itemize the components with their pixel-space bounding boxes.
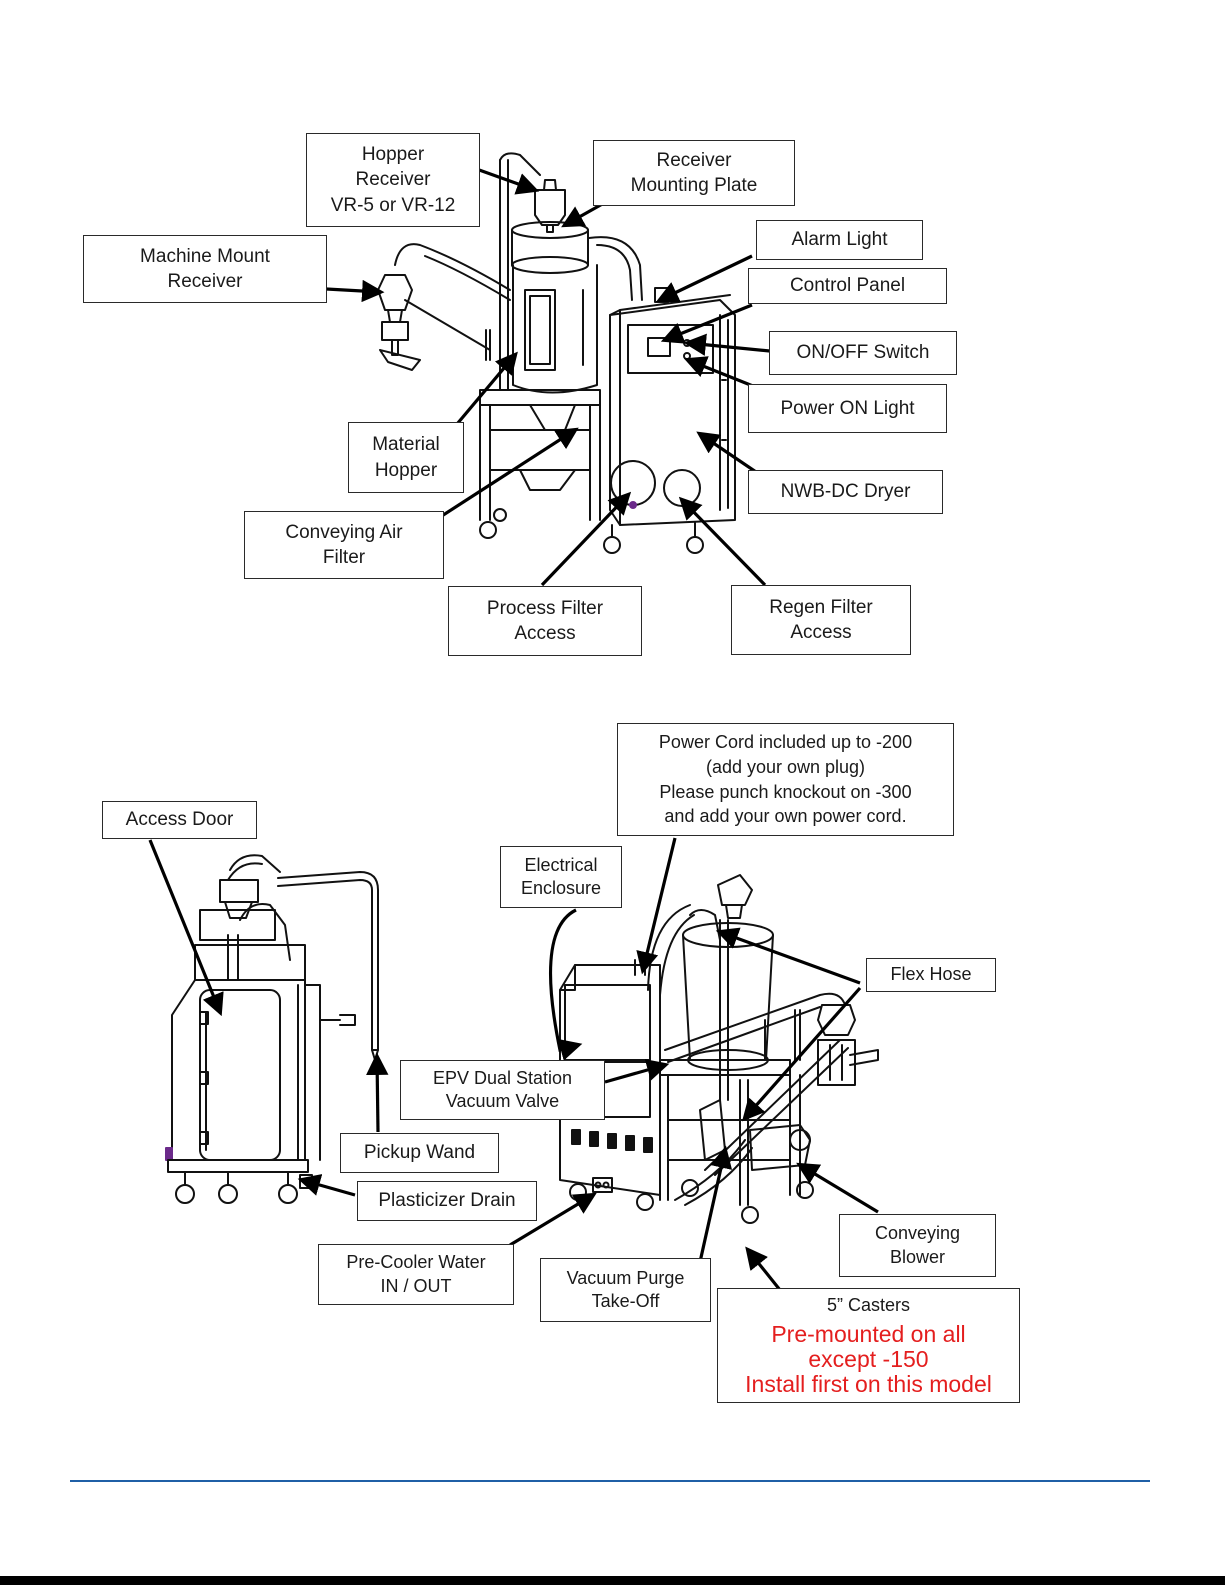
- plasticizer-drain-text: Plasticizer Drain: [378, 1190, 516, 1212]
- flex-hose-text: Flex Hose: [890, 964, 972, 985]
- label-on-off-switch: ON/OFF Switch: [769, 331, 957, 375]
- label-plasticizer-drain: Plasticizer Drain: [357, 1181, 537, 1221]
- label-casters: 5” Casters Pre-mounted on all except -15…: [717, 1288, 1020, 1403]
- power-cord-text: Power Cord included up to -200 (add your…: [658, 731, 913, 827]
- top-dryer-drawing: [377, 152, 736, 554]
- power-on-light-text: Power ON Light: [780, 397, 915, 419]
- label-alarm-light: Alarm Light: [756, 220, 923, 260]
- label-machine-mount-receiver: Machine Mount Receiver: [83, 235, 327, 303]
- receiver-mounting-plate-text: Receiver Mounting Plate: [630, 149, 758, 196]
- machine-mount-receiver-text: Machine Mount Receiver: [140, 245, 270, 292]
- label-power-cord: Power Cord included up to -200 (add your…: [617, 723, 954, 836]
- conveying-air-filter-text: Conveying Air Filter: [285, 521, 403, 568]
- material-hopper-text: Material Hopper: [372, 434, 440, 481]
- label-process-filter-access: Process Filter Access: [448, 586, 642, 656]
- control-panel-text: Control Panel: [789, 275, 906, 297]
- label-conveying-air-filter: Conveying Air Filter: [244, 511, 444, 579]
- label-vacuum-purge: Vacuum Purge Take-Off: [540, 1258, 711, 1322]
- regen-filter-access-text: Regen Filter Access: [769, 596, 873, 643]
- access-door-text: Access Door: [125, 809, 234, 831]
- casters-note-text: Pre-mounted on all except -150 Install f…: [745, 1321, 992, 1397]
- process-filter-access-text: Process Filter Access: [486, 597, 604, 644]
- label-receiver-mounting-plate: Receiver Mounting Plate: [593, 140, 795, 206]
- on-off-switch-text: ON/OFF Switch: [796, 342, 930, 364]
- epv-valve-text: EPV Dual Station Vacuum Valve: [432, 1067, 573, 1111]
- label-material-hopper: Material Hopper: [348, 422, 464, 493]
- bottom-left-dryer-drawing: [165, 854, 379, 1204]
- label-power-on-light: Power ON Light: [748, 384, 947, 433]
- electrical-enclosure-text: Electrical Enclosure: [520, 854, 602, 898]
- label-pickup-wand: Pickup Wand: [340, 1133, 499, 1173]
- label-conveying-blower: Conveying Blower: [839, 1214, 996, 1277]
- bottom-edge-bar: [0, 1576, 1225, 1585]
- vacuum-purge-text: Vacuum Purge Take-Off: [566, 1267, 685, 1311]
- hopper-receiver-text: Hopper Receiver VR-5 or VR-12: [330, 144, 456, 216]
- conveying-blower-text: Conveying Blower: [874, 1223, 961, 1267]
- label-electrical-enclosure: Electrical Enclosure: [500, 846, 622, 908]
- label-epv-valve: EPV Dual Station Vacuum Valve: [400, 1060, 605, 1120]
- label-regen-filter-access: Regen Filter Access: [731, 585, 911, 655]
- pickup-wand-text: Pickup Wand: [363, 1142, 476, 1164]
- label-hopper-receiver: Hopper Receiver VR-5 or VR-12: [306, 133, 480, 227]
- label-pre-cooler-water: Pre-Cooler Water IN / OUT: [318, 1244, 514, 1305]
- footer-rule: [70, 1480, 1150, 1482]
- label-flex-hose: Flex Hose: [866, 958, 996, 992]
- pre-cooler-water-text: Pre-Cooler Water IN / OUT: [346, 1252, 486, 1296]
- nwb-dc-dryer-text: NWB-DC Dryer: [780, 481, 911, 503]
- alarm-light-text: Alarm Light: [791, 229, 888, 251]
- label-control-panel: Control Panel: [748, 268, 947, 304]
- label-nwb-dc-dryer: NWB-DC Dryer: [748, 470, 943, 514]
- casters-title-text: 5” Casters: [826, 1295, 911, 1316]
- label-access-door: Access Door: [102, 801, 257, 839]
